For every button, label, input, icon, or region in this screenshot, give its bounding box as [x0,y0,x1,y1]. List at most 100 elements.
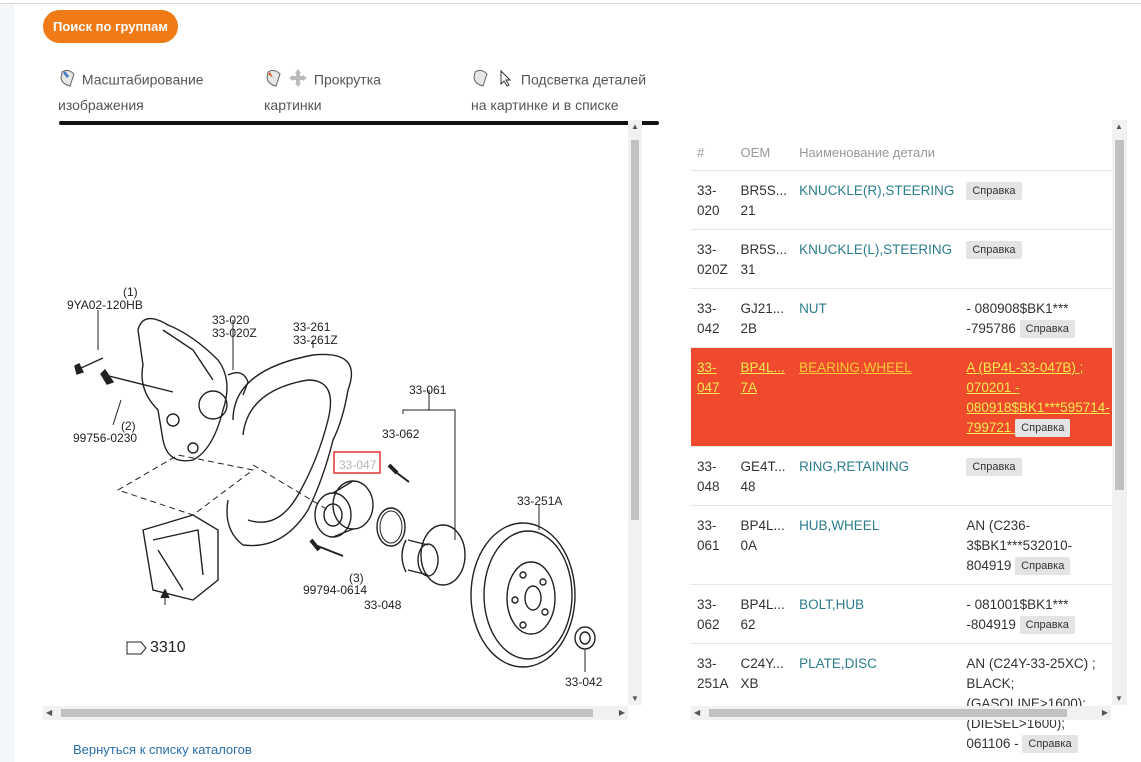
cell-num[interactable]: 33-251A [691,643,735,762]
cell-part-name[interactable]: KNUCKLE(R),STEERING [793,170,961,230]
table-horizontal-scrollbar[interactable]: ◀▶ [691,706,1111,720]
cell-oem[interactable]: GE4T...48 [734,446,794,506]
label-33-062: 33-062 [382,427,420,441]
reference-button[interactable]: Справка [966,182,1022,201]
cell-note: Справка [960,170,1116,230]
label-33-020z: 33-020Z [212,326,257,340]
label-33-047[interactable]: 33-047 [339,458,377,472]
cell-note: AN (C236-3$BK1***532010-804919 Справка [960,505,1116,585]
cell-oem[interactable]: BR5S...31 [734,229,794,289]
hint-scroll-line1: Прокрутка [313,71,381,88]
retaining-ring-part[interactable] [376,507,406,547]
cell-oem[interactable]: C24Y...XB [734,643,794,762]
label-99756-0230: 99756-0230 [73,431,137,445]
search-by-groups-button[interactable]: Поиск по группам [43,10,178,43]
cell-num[interactable]: 33-061 [691,505,735,585]
reference-button[interactable]: Справка [966,241,1022,260]
cell-note: Справка [960,229,1116,289]
cell-part-name[interactable]: BOLT,HUB [793,584,961,644]
cell-part-name[interactable]: HUB,WHEEL [793,505,961,585]
reference-button[interactable]: Справка [1022,735,1078,754]
parts-diagram-viewer[interactable]: (1) 9YA02-120HB 33-020 33-020Z 33-261 33… [43,120,659,720]
label-33-261: 33-261 [293,320,331,334]
bolt-9ya02[interactable] [74,310,104,375]
col-header-oem: OEM [740,145,771,160]
col-header-num: # [697,145,705,160]
hint-scroll: Прокрутка картинки [264,68,381,116]
label-callout-1: (1) [123,285,138,299]
label-3310: 3310 [150,639,186,656]
cell-note: Справка [960,446,1116,506]
cell-num[interactable]: 33-042 [691,288,735,348]
label-33-061: 33-061 [409,383,447,397]
cell-oem[interactable]: BP4L...0A [734,505,794,585]
cell-num[interactable]: 33-020 [691,170,735,230]
exploded-diagram[interactable]: (1) 9YA02-120HB 33-020 33-020Z 33-261 33… [43,120,628,705]
left-edge-strip [0,4,14,762]
brake-caliper-part[interactable] [142,514,219,605]
label-callout-2: (2) [121,419,136,433]
back-to-catalogs-link[interactable]: Вернуться к списку каталогов [73,742,252,757]
cell-oem[interactable]: BP4L...7A [734,347,794,447]
hint-zoom-line2: изображения [58,97,144,113]
highlight-box [333,451,381,474]
cell-part-name[interactable]: KNUCKLE(L),STEERING [793,229,961,289]
hint-highlight-line2: на картинке и в списке [471,97,619,113]
hub-bolt-part[interactable] [387,463,410,483]
mouse-drag-icon [264,68,310,94]
reference-pointer-icon [126,641,147,655]
table-vertical-scrollbar[interactable]: ▲▼ [1112,120,1127,705]
cell-note: - 081001$BK1*** -804919 Справка [960,584,1116,644]
reference-button[interactable]: Справка [1019,616,1075,635]
label-33-042: 33-042 [565,675,603,689]
cell-part-name[interactable]: NUT [793,288,961,348]
cell-num[interactable]: 33-020Z [691,229,735,289]
hint-highlight-line1: Подсветка деталей [520,71,647,88]
cell-num[interactable]: 33-048 [691,446,735,506]
cell-num[interactable]: 33-062 [691,584,735,644]
cell-part-name[interactable]: PLATE,DISC [793,643,961,762]
label-callout-3: (3) [349,571,364,585]
cell-part-name[interactable]: RING,RETAINING [793,446,961,506]
top-divider [0,3,1141,4]
reference-button[interactable]: Справка [966,458,1022,477]
mouse-wheel-icon [58,68,78,94]
label-33-020: 33-020 [212,313,250,327]
brake-disc-part[interactable] [470,505,576,668]
label-33-261z: 33-261Z [293,333,338,347]
reference-button[interactable]: Справка [1015,419,1071,438]
cell-part-name[interactable]: BEARING,WHEEL [793,347,961,447]
cell-oem[interactable]: GJ21...2B [734,288,794,348]
cell-num[interactable]: 33-047 [691,347,735,447]
label-33-048: 33-048 [364,598,402,612]
steering-knuckle-part[interactable] [137,317,249,462]
cell-oem[interactable]: BR5S...21 [734,170,794,230]
bolt-99756[interactable] [100,368,174,426]
bolt-99794[interactable] [309,538,344,557]
wheel-bearing-part[interactable] [314,480,374,538]
viewer-horizontal-scrollbar[interactable]: ◀▶ [43,706,628,720]
diagram-top-edge [59,121,659,125]
label-9ya02-120hb: 9YA02-120HB [67,298,143,312]
reference-button[interactable]: Справка [1019,320,1075,339]
viewer-vertical-scrollbar[interactable]: ▲▼ [628,120,642,705]
cell-note: AN (C24Y-33-25XC) ; BLACK; (GASOLINE>160… [960,643,1116,762]
wheel-hub-part[interactable] [401,390,466,586]
reference-button[interactable]: Справка [1015,557,1071,576]
cell-oem[interactable]: BP4L...62 [734,584,794,644]
hint-scroll-line2: картинки [264,97,322,113]
hint-zoom: Масштабирование изображения [58,68,204,116]
cell-note: A (BP4L-33-047B) ; 070201 - 080918$BK1**… [960,347,1116,447]
hub-nut-part[interactable] [574,626,596,672]
dust-shield-part[interactable] [226,340,353,547]
